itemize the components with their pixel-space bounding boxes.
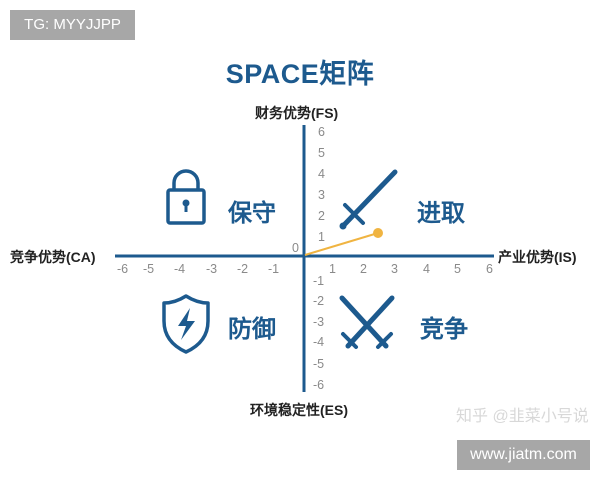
y-tick: 5 [318,146,325,160]
watermark: 知乎 @韭菜小号说 [456,408,589,425]
x-tick: -6 [117,262,129,276]
x-tick: 5 [454,262,461,276]
axis-label-right: 产业优势(IS) [498,249,577,265]
quadrant-defensive-label: 防御 [228,316,276,343]
x-tick: 3 [391,262,398,276]
y-tick: -5 [313,357,325,371]
y-tick: -4 [313,335,325,349]
quadrant-competitive-label: 竞争 [420,316,468,343]
x-tick: -5 [143,262,155,276]
x-tick: 4 [423,262,430,276]
x-tick: 6 [486,262,493,276]
origin-label: 0 [292,241,299,255]
page-title: SPACE矩阵 [225,59,375,89]
y-tick: 6 [318,125,325,139]
url-badge: www.jiatm.com [457,440,590,470]
y-tick: 1 [318,230,325,244]
y-tick: -1 [313,274,325,288]
axis-label-left: 竞争优势(CA) [10,249,96,265]
x-tick: 2 [360,262,367,276]
x-tick: -1 [268,262,280,276]
y-tick: 3 [318,188,325,202]
x-tick: -3 [206,262,218,276]
y-tick: 4 [318,167,325,181]
quadrant-aggressive-label: 进取 [417,200,465,227]
y-tick: -3 [313,315,325,329]
y-tick: 2 [318,209,325,223]
y-tick: -2 [313,294,325,308]
axis-label-top: 财务优势(FS) [255,105,339,121]
quadrant-conservative-label: 保守 [228,200,276,227]
y-tick: -6 [313,378,325,392]
x-tick: -2 [237,262,249,276]
axis-label-bottom: 环境稳定性(ES) [250,402,348,418]
tg-badge: TG: MYYJJPP [10,10,135,40]
x-tick: 1 [329,262,336,276]
x-tick: -4 [174,262,186,276]
